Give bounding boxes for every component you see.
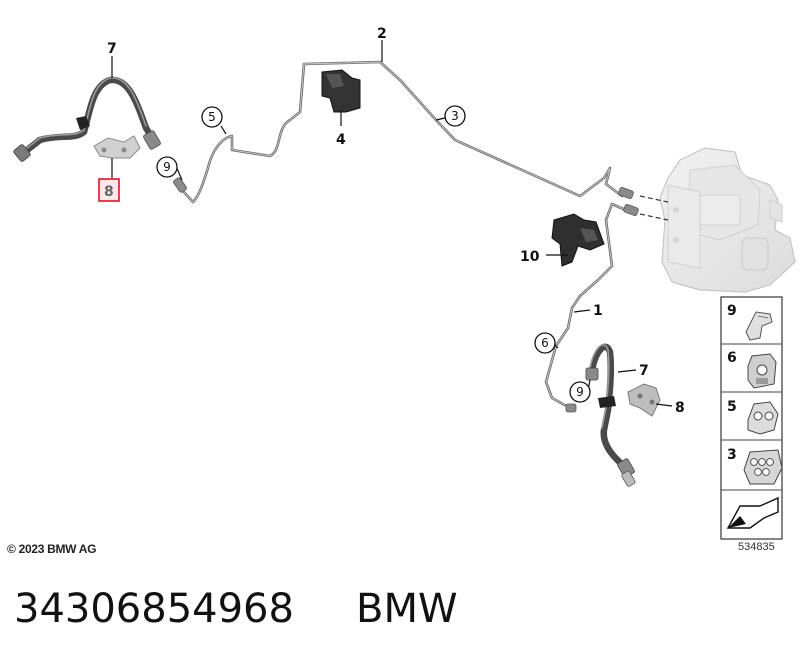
hydraulic-unit [639, 147, 796, 293]
brake-hose-lower [585, 343, 636, 487]
bracket-10 [551, 213, 605, 267]
clip-icon [745, 311, 773, 341]
callout-circle-6 [534, 332, 556, 354]
callout-pipe-1: 1 [593, 303, 603, 319]
pipe-fittings [173, 177, 639, 413]
arrow-icon [726, 496, 779, 529]
brand-name: BMW [356, 586, 458, 632]
callout-holder-6: 6 [541, 336, 549, 350]
legend-panel: 9 6 5 3 [720, 296, 783, 540]
callout-clip-3: 3 [451, 109, 459, 123]
part-number: 34306854968 [14, 586, 294, 632]
callout-clip-5: 5 [208, 110, 216, 124]
legend-number-9: 9 [727, 303, 737, 319]
legend-number-5: 5 [727, 399, 737, 415]
multi-clip-icon [743, 449, 783, 485]
bracket-upper [93, 135, 141, 159]
callout-clip-9a: 9 [163, 160, 171, 174]
diagram-id: 534835 [738, 541, 775, 553]
brake-hose-upper [13, 76, 161, 162]
callout-bracket-lower: 8 [675, 400, 685, 416]
callout-circle-3 [444, 105, 466, 127]
bracket-4 [321, 69, 361, 113]
callout-pipe-2: 2 [377, 26, 387, 42]
double-clip-icon [747, 401, 779, 435]
callout-hose-lower: 7 [639, 363, 649, 379]
highlight-box [98, 178, 120, 202]
bracket-lower [627, 383, 661, 417]
callout-circle-5 [201, 106, 223, 128]
callout-bracket-upper: 8 [104, 184, 114, 200]
callout-circle-9b [569, 381, 591, 403]
callout-hose-upper: 7 [107, 41, 117, 57]
brake-pipe-lower [544, 202, 632, 410]
copyright-notice: © 2023 BMW AG [7, 542, 97, 556]
legend-number-6: 6 [727, 350, 737, 366]
callout-bracket-10: 10 [520, 249, 540, 265]
callout-clip-9b: 9 [576, 385, 584, 399]
brake-pipe-upper [180, 60, 624, 204]
callout-bracket-4: 4 [336, 132, 346, 148]
leader-lines [111, 40, 673, 407]
pipe-holder-icon [747, 353, 777, 389]
legend-number-3: 3 [727, 447, 737, 463]
callout-circle-9a [156, 156, 178, 178]
